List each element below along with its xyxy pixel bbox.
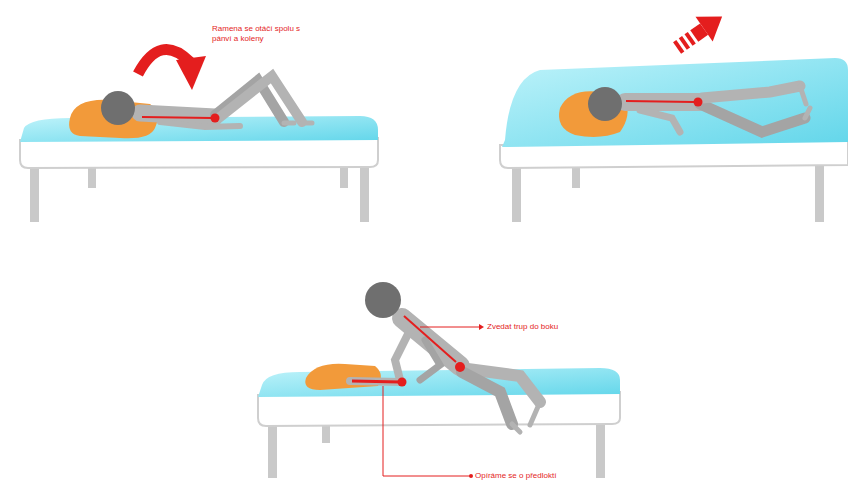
- mattress: [502, 58, 848, 147]
- leg: [220, 76, 302, 122]
- foot: [284, 121, 312, 126]
- leader-line: [383, 386, 470, 476]
- elbow-dot: [398, 378, 407, 387]
- head: [365, 282, 401, 318]
- pelvis-dot: [211, 114, 220, 123]
- leg: [702, 86, 800, 98]
- head: [588, 87, 622, 121]
- bed-leg: [815, 160, 824, 222]
- bed-leg: [512, 160, 521, 222]
- forearm-line: [352, 381, 400, 382]
- foot: [512, 402, 540, 432]
- pillow: [305, 364, 381, 390]
- forearm: [350, 381, 400, 382]
- bed-frame: [20, 138, 378, 168]
- leader-dot: [469, 474, 473, 478]
- leader-head: [479, 324, 484, 330]
- spine-line: [626, 101, 694, 102]
- leg: [462, 372, 512, 424]
- torso: [140, 113, 215, 117]
- leg: [700, 104, 805, 132]
- figure-side: [625, 86, 810, 132]
- pelvis-dot: [455, 362, 465, 372]
- annotation-label: Ramena se otáčí spolu s pánví a koleny: [212, 24, 308, 44]
- arm: [160, 122, 240, 127]
- spine-line: [404, 316, 456, 362]
- arrow-head: [695, 4, 730, 41]
- annotation-label: Zvedat trup do boku: [487, 322, 607, 332]
- annotation-label: Opíráme se o předloktí: [475, 471, 595, 481]
- spine-line: [142, 117, 212, 118]
- head: [101, 91, 135, 125]
- pelvis-dot: [694, 98, 703, 107]
- figure-sitting: [350, 318, 540, 432]
- bed: [500, 58, 848, 222]
- arm: [395, 330, 410, 380]
- bed-frame: [258, 392, 620, 426]
- figure-lying: [140, 76, 312, 127]
- rotate-arrow-head: [176, 56, 206, 90]
- foot: [800, 86, 810, 118]
- torso: [625, 93, 700, 111]
- rise-arrow: [668, 4, 730, 60]
- arm: [640, 110, 680, 132]
- leader-line: [420, 327, 482, 328]
